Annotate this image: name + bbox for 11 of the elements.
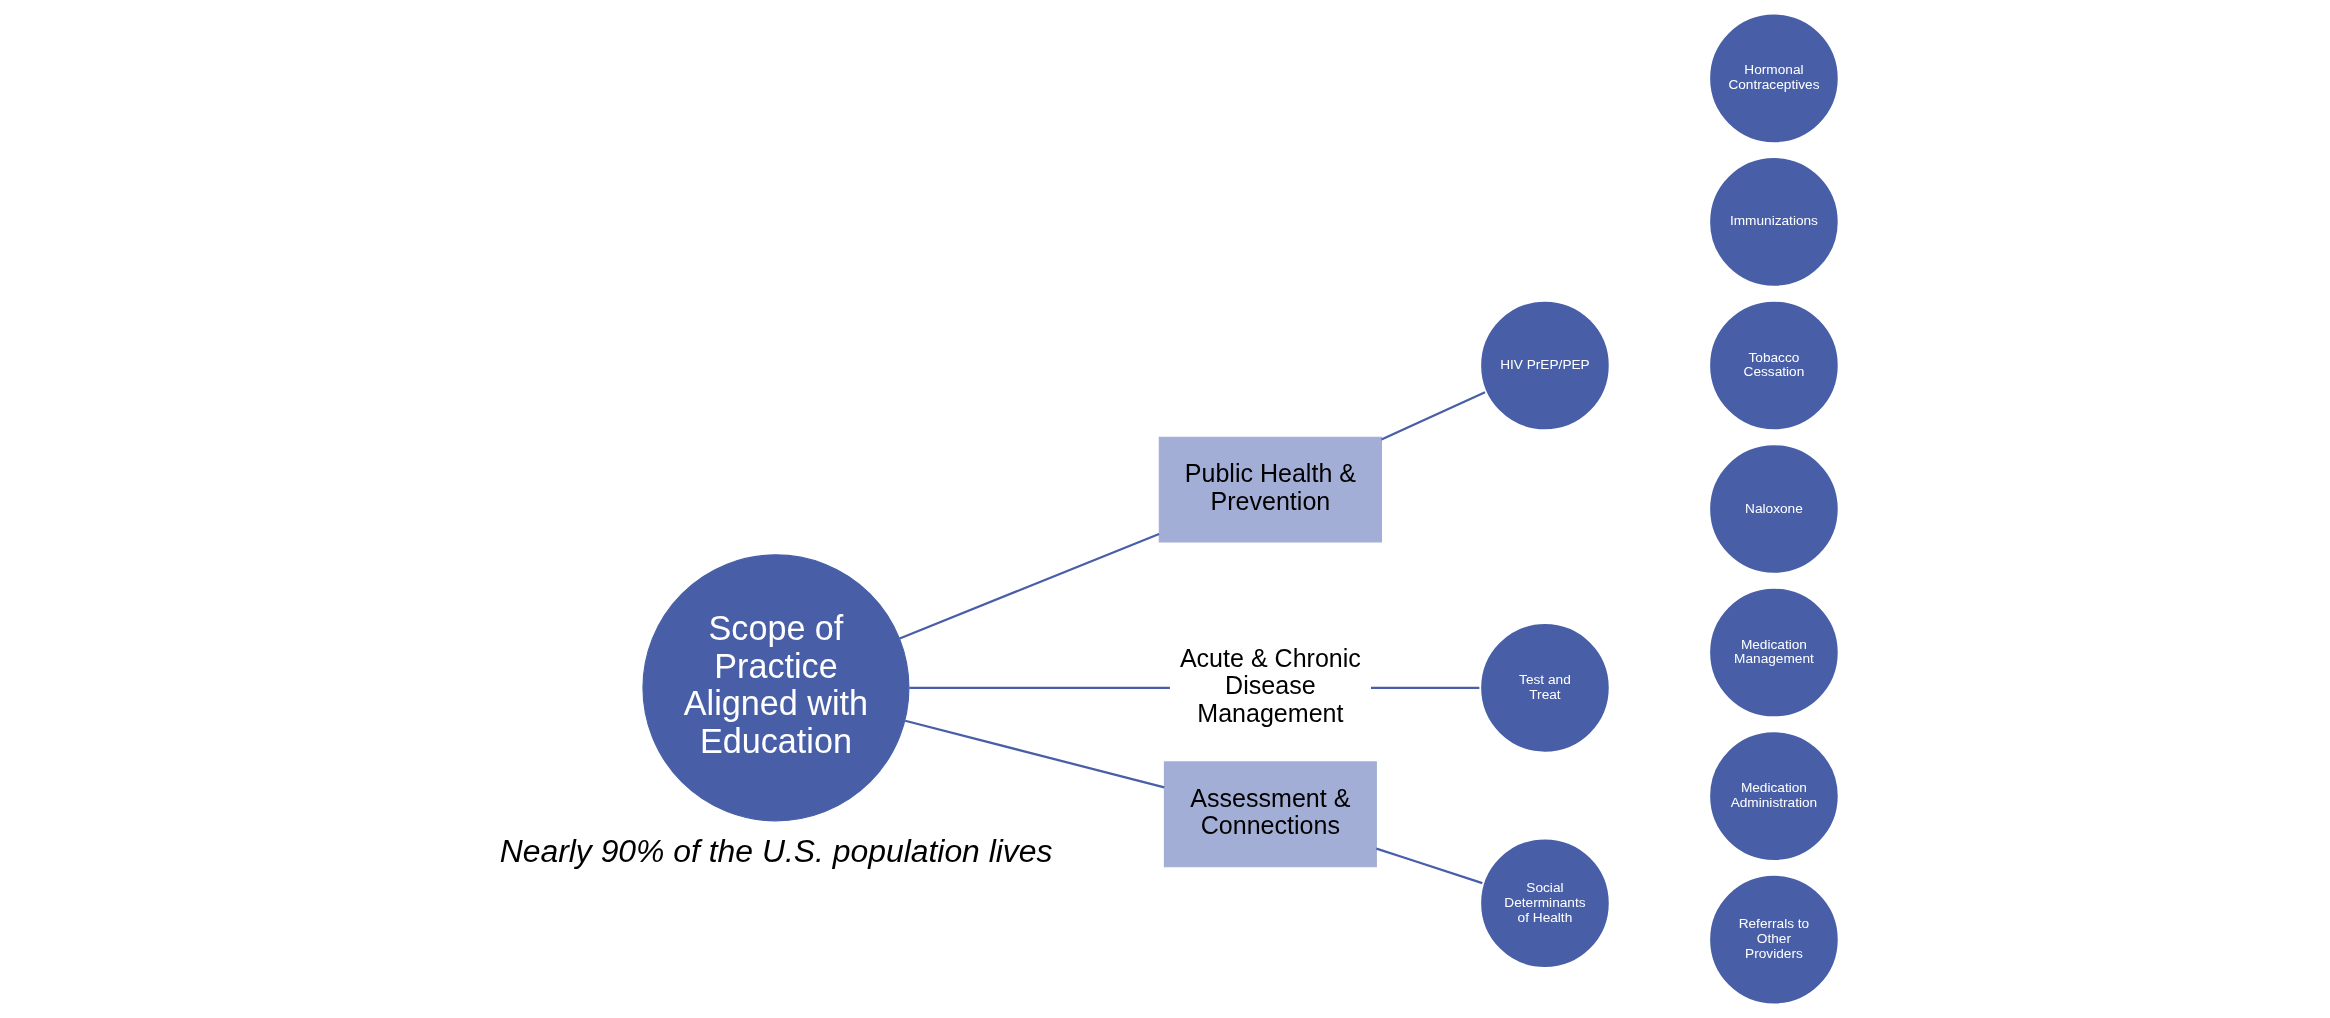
connector bbox=[904, 719, 1165, 789]
connector bbox=[1376, 847, 1483, 885]
label: Nearly 90% of the U.S. population lives bbox=[499, 833, 1053, 870]
connector bbox=[1371, 686, 1480, 689]
node-circle: Scope of Practice Aligned with Education bbox=[642, 554, 910, 822]
connector bbox=[1381, 391, 1486, 441]
node-box: Public Health & Prevention bbox=[1158, 436, 1383, 543]
connector bbox=[909, 686, 1170, 689]
node-text: Acute & Chronic Disease Management bbox=[1179, 643, 1361, 727]
node-box: Assessment & Connections bbox=[1163, 761, 1377, 868]
connector bbox=[899, 532, 1160, 640]
